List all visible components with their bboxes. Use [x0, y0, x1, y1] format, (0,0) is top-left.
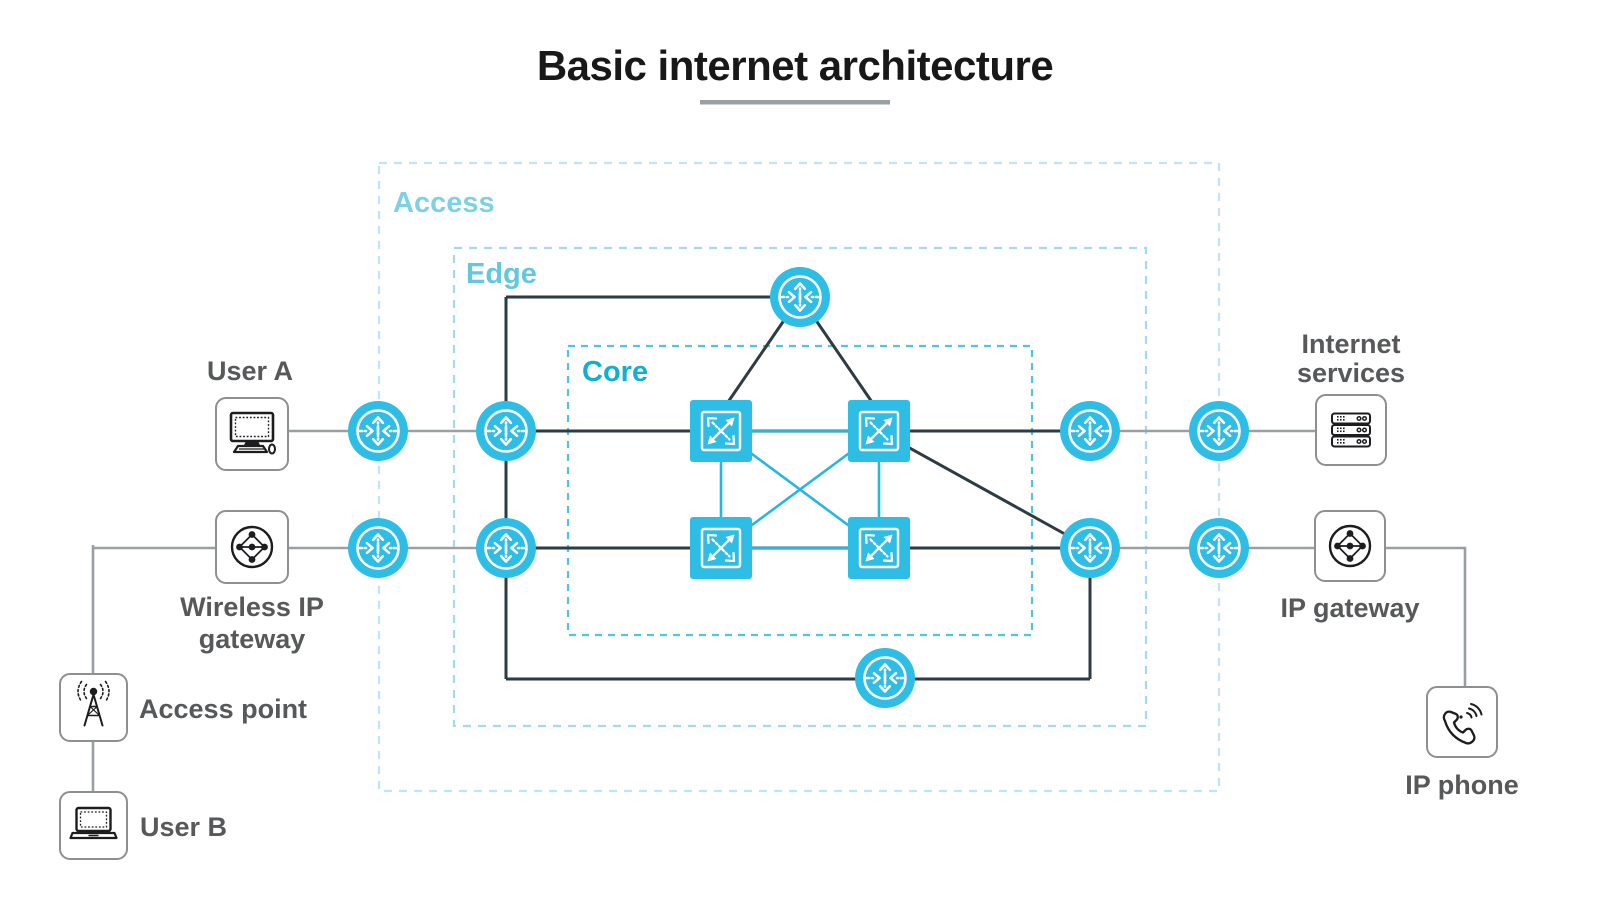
ip-phone-device-box: [1426, 686, 1498, 758]
label-ip-gateway: IP gateway: [1280, 593, 1419, 623]
phone-handset-icon: [1442, 703, 1483, 745]
link-line: [878, 429, 1091, 550]
router-edge-left-top-icon: [474, 399, 538, 463]
router-edge-top-icon: [768, 265, 832, 329]
radio-tower-icon: [77, 680, 110, 727]
label-access-point: Access point: [139, 694, 307, 724]
label-internet-services-line1: Internet: [1301, 329, 1400, 359]
ip-gateway-icon: [1328, 524, 1372, 568]
zone-access-label: Access: [393, 187, 495, 219]
label-ip-phone: IP phone: [1405, 770, 1519, 800]
router-edge-bottom-icon: [853, 646, 917, 710]
core-switch-bottom-left-icon: [688, 515, 754, 581]
server-rack-icon: [1331, 412, 1371, 448]
laptop-icon: [69, 806, 118, 840]
core-switch-top-right-icon: [846, 398, 912, 464]
label-user-a: User A: [207, 356, 293, 386]
router-edge-right-bottom-icon: [1058, 516, 1122, 580]
router-edge-right-top-icon: [1058, 399, 1122, 463]
zone-core-label: Core: [582, 356, 648, 388]
label-wireless-gateway-line1: Wireless IP: [180, 592, 324, 622]
title-underline: [700, 100, 890, 105]
router-user-a-access-icon: [346, 399, 410, 463]
router-gateway-access-icon: [1187, 516, 1251, 580]
zone-edge-box: [452, 246, 1148, 728]
core-switch-bottom-right-icon: [846, 515, 912, 581]
wireless-gateway-icon: [230, 525, 274, 569]
label-wireless-gateway-line2: gateway: [199, 624, 306, 654]
zone-edge-label: Edge: [466, 258, 537, 290]
page-title: Basic internet architecture: [537, 42, 1053, 89]
access-point-device-box: [59, 673, 128, 742]
router-edge-left-bottom-icon: [474, 516, 538, 580]
router-wireless-access-icon: [346, 516, 410, 580]
core-switch-top-left-icon: [688, 398, 754, 464]
label-user-b: User B: [140, 812, 227, 842]
label-internet-services-line2: services: [1297, 358, 1405, 388]
desktop-computer-icon: [229, 411, 276, 455]
zone-access-box: [377, 161, 1221, 793]
link-line: [1384, 546, 1467, 690]
router-services-access-icon: [1187, 399, 1251, 463]
